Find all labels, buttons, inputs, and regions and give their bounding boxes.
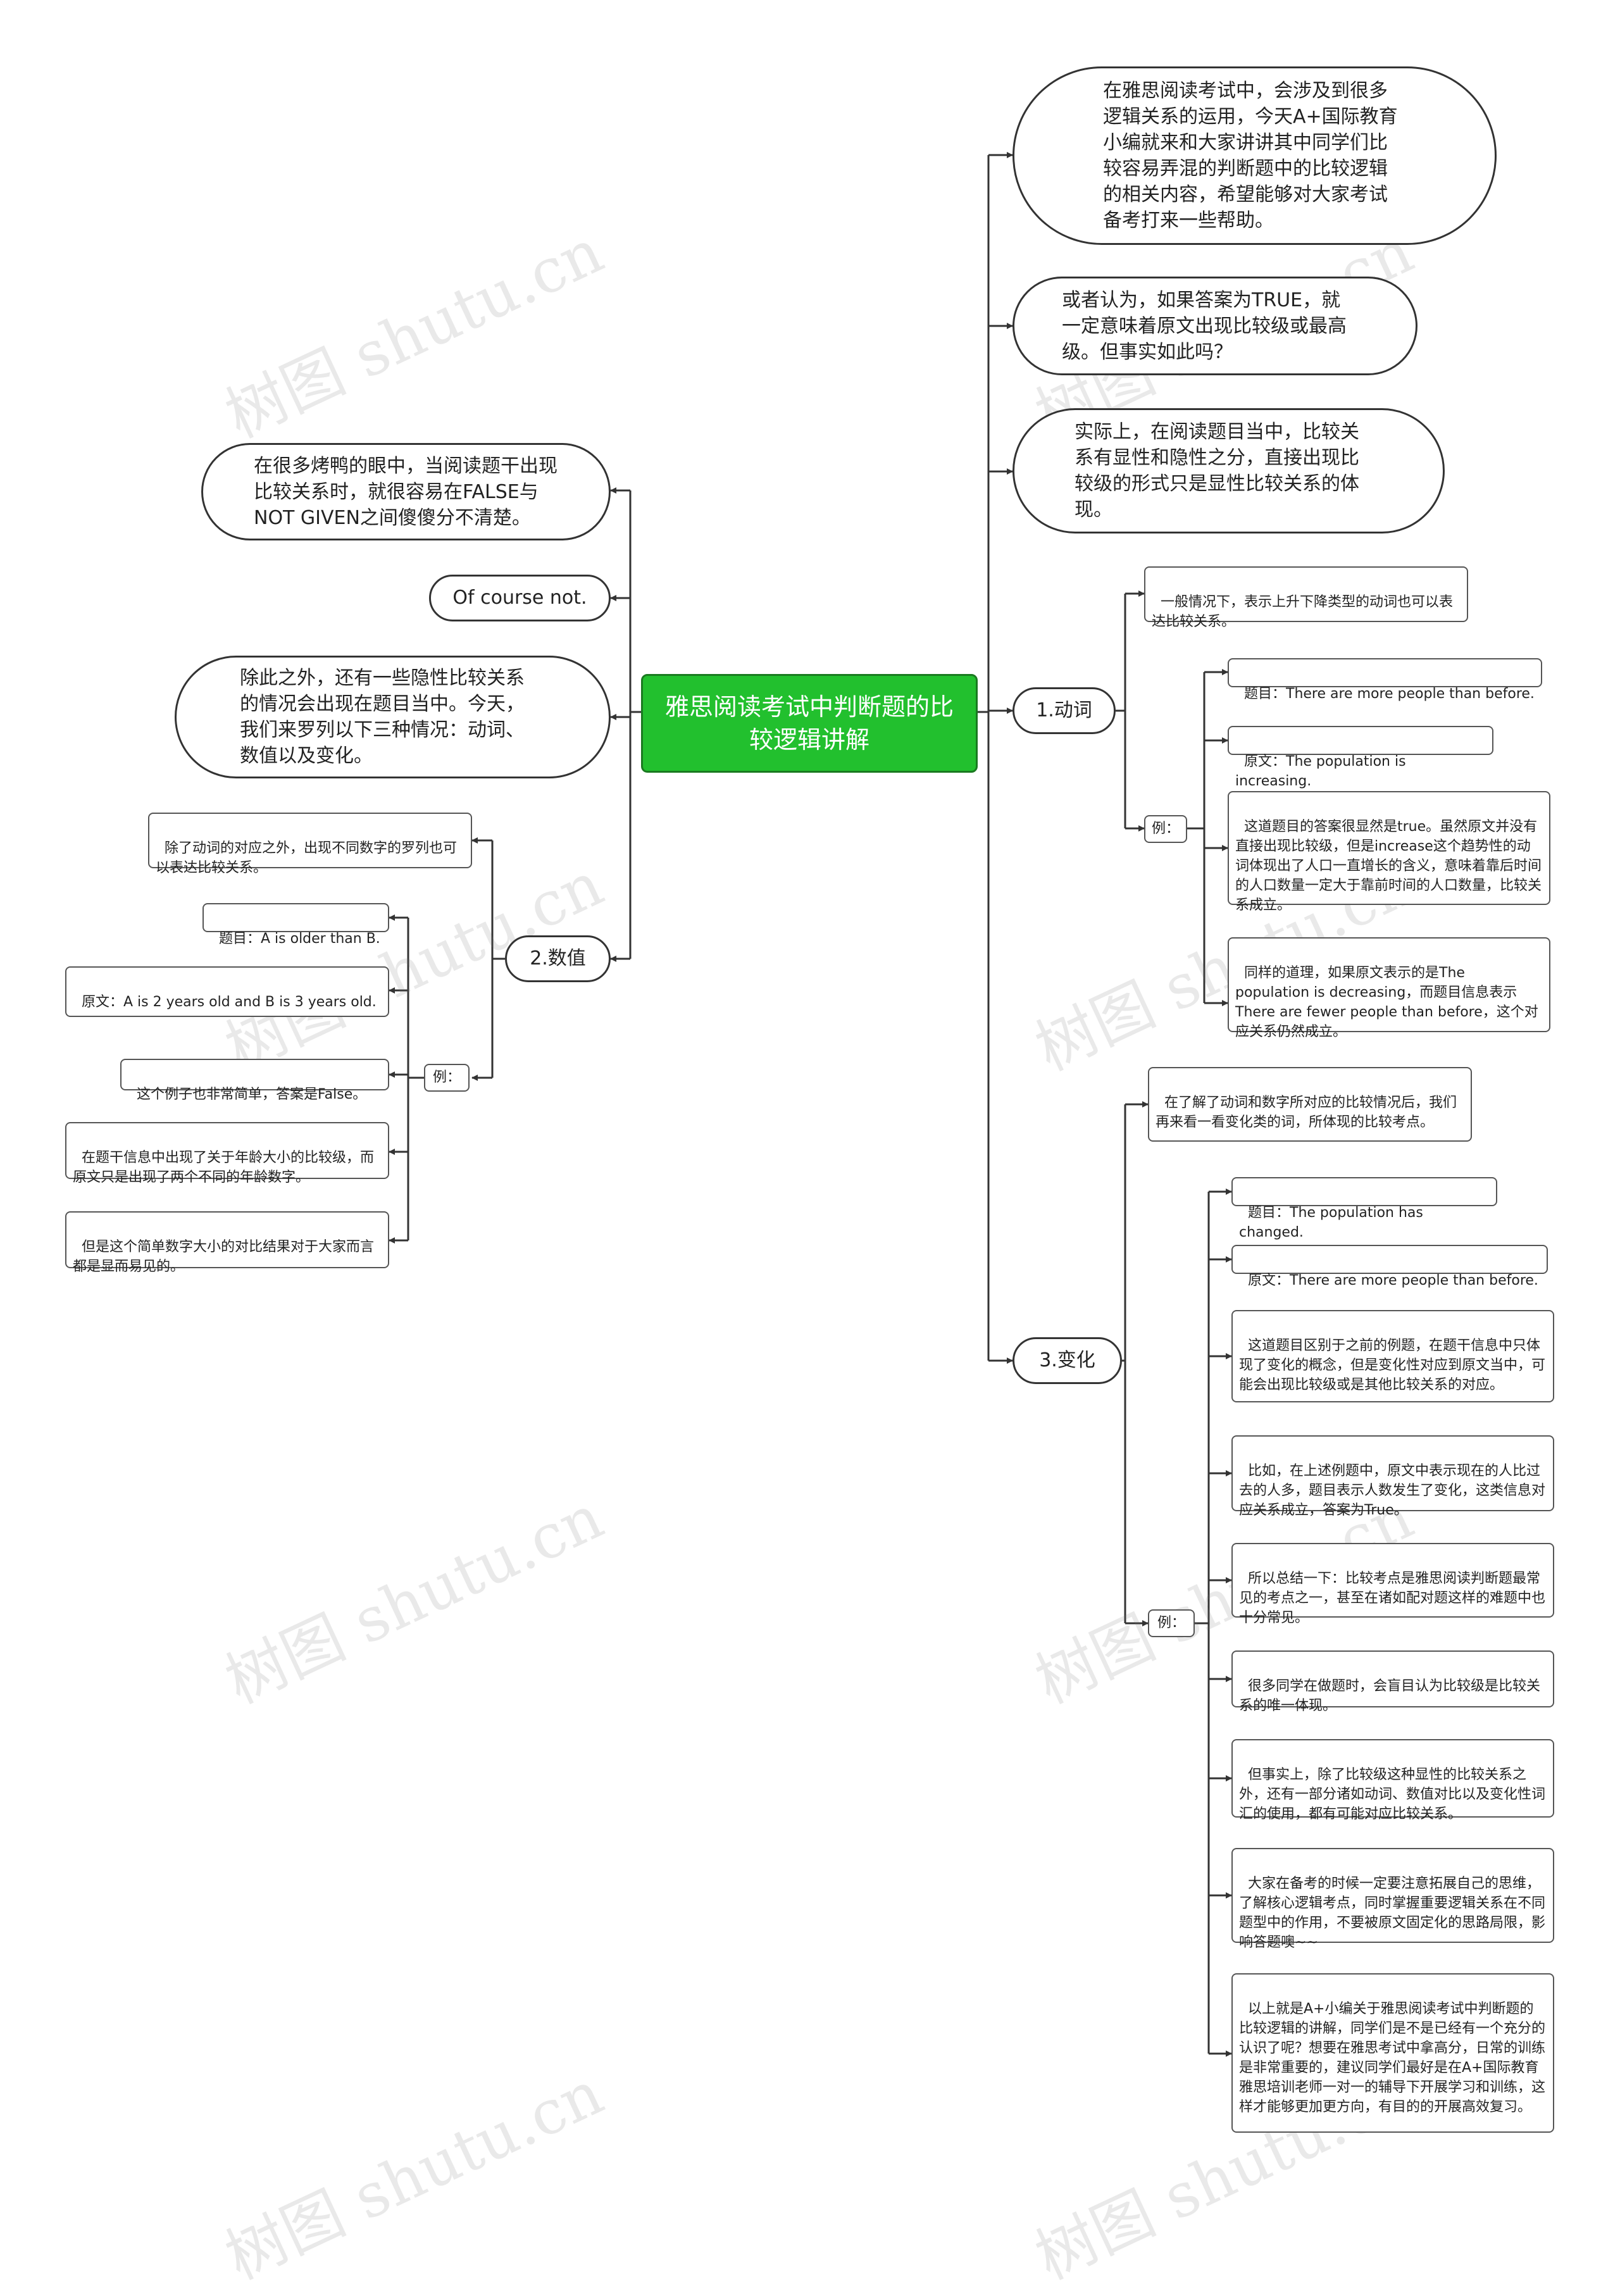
intro-node-1[interactable]: 在雅思阅读考试中，会涉及到很多逻辑关系的运用，今天A+国际教育小编就来和大家讲讲… — [1012, 66, 1497, 245]
number-example-tag-label: 例： — [432, 1070, 461, 1085]
left-node-2[interactable]: Of course not. — [429, 575, 611, 621]
change-example-5[interactable]: 所以总结一下：比较考点是雅思阅读判断题最常见的考点之一，甚至在诸如配对题这样的难… — [1231, 1543, 1554, 1626]
change-example-tag-label: 例： — [1157, 1615, 1185, 1631]
change-example-5-text: 所以总结一下：比较考点是雅思阅读判断题最常见的考点之一，甚至在诸如配对题这样的难… — [1239, 1571, 1546, 1626]
number-example-1-text: 题目：A is older than B. — [219, 931, 380, 947]
change-example-6-text: 很多同学在做题时，会盲目认为比较级是比较关系的唯一体现。 — [1239, 1678, 1541, 1714]
change-note[interactable]: 在了解了动词和数字所对应的比较情况后，我们再来看一看变化类的词，所体现的比较考点… — [1148, 1067, 1472, 1142]
number-example-tag[interactable]: 例： — [424, 1064, 470, 1092]
left-node-3[interactable]: 除此之外，还有一些隐性比较关系的情况会出现在题目当中。今天，我们来罗列以下三种情… — [175, 656, 611, 778]
number-example-1[interactable]: 题目：A is older than B. — [202, 903, 389, 947]
branch-change[interactable]: 3.变化 — [1012, 1337, 1122, 1384]
number-note-text: 除了动词的对应之外，出现不同数字的罗列也可以表达比较关系。 — [156, 840, 458, 876]
branch-verb[interactable]: 1.动词 — [1012, 687, 1116, 734]
number-example-2-text: 原文：A is 2 years old and B is 3 years old… — [82, 994, 377, 1010]
verb-example-3[interactable]: 这道题目的答案很显然是true。虽然原文并没有直接出现比较级，但是increas… — [1228, 791, 1550, 913]
change-example-2[interactable]: 原文：There are more people than before. — [1231, 1245, 1548, 1288]
verb-example-4[interactable]: 同样的道理，如果原文表示的是The population is decreasi… — [1228, 937, 1550, 1040]
verb-example-tag-label: 例： — [1151, 821, 1180, 837]
change-example-7[interactable]: 但事实上，除了比较级这种显性的比较关系之外，还有一部分诸如动词、数值对比以及变化… — [1231, 1739, 1554, 1822]
change-example-4[interactable]: 比如，在上述例题中，原文中表示现在的人比过去的人多，题目表示人数发生了变化，这类… — [1231, 1435, 1554, 1518]
number-note[interactable]: 除了动词的对应之外，出现不同数字的罗列也可以表达比较关系。 — [148, 813, 472, 876]
left-node-1-text: 在很多烤鸭的眼中，当阅读题干出现比较关系时，就很容易在FALSE与NOT GIV… — [254, 454, 558, 529]
change-example-3[interactable]: 这道题目区别于之前的例题，在题干信息中只体现了变化的概念，但是变化性对应到原文当… — [1231, 1310, 1554, 1402]
branch-number[interactable]: 2.数值 — [505, 935, 611, 982]
number-example-3[interactable]: 这个例子也非常简单，答案是False。 — [120, 1059, 389, 1102]
intro-node-2-text: 或者认为，如果答案为TRUE，就一定意味着原文出现比较级或最高级。但事实如此吗？ — [1062, 289, 1347, 363]
verb-example-1[interactable]: 题目：There are more people than before. — [1228, 658, 1542, 702]
number-example-4-text: 在题干信息中出现了关于年龄大小的比较级，而原文只是出现了两个不同的年龄数字。 — [73, 1150, 375, 1185]
verb-example-4-text: 同样的道理，如果原文表示的是The population is decreasi… — [1235, 965, 1538, 1040]
change-example-8[interactable]: 大家在备考的时候一定要注意拓展自己的思维，了解核心逻辑考点，同时掌握重要逻辑关系… — [1231, 1848, 1554, 1950]
left-node-3-text: 除此之外，还有一些隐性比较关系的情况会出现在题目当中。今天，我们来罗列以下三种情… — [240, 667, 525, 767]
branch-change-label: 3.变化 — [1039, 1349, 1095, 1371]
change-example-tag[interactable]: 例： — [1148, 1609, 1195, 1637]
change-example-6[interactable]: 很多同学在做题时，会盲目认为比较级是比较关系的唯一体现。 — [1231, 1650, 1554, 1714]
verb-example-tag[interactable]: 例： — [1144, 815, 1187, 843]
change-example-4-text: 比如，在上述例题中，原文中表示现在的人比过去的人多，题目表示人数发生了变化，这类… — [1239, 1463, 1546, 1518]
number-example-2[interactable]: 原文：A is 2 years old and B is 3 years old… — [65, 966, 389, 1017]
intro-node-2[interactable]: 或者认为，如果答案为TRUE，就一定意味着原文出现比较级或最高级。但事实如此吗？ — [1012, 277, 1418, 375]
verb-note[interactable]: 一般情况下，表示上升下降类型的动词也可以表达比较关系。 — [1144, 566, 1468, 630]
verb-example-3-text: 这道题目的答案很显然是true。虽然原文并没有直接出现比较级，但是increas… — [1235, 819, 1542, 913]
number-example-5-text: 但是这个简单数字大小的对比结果对于大家而言都是显而易见的。 — [73, 1239, 375, 1275]
root-topic[interactable]: 雅思阅读考试中判断题的比较逻辑讲解 — [641, 674, 978, 773]
branch-verb-label: 1.动词 — [1036, 699, 1092, 721]
change-example-1[interactable]: 题目：The population has changed. — [1231, 1177, 1497, 1240]
verb-note-text: 一般情况下，表示上升下降类型的动词也可以表达比较关系。 — [1152, 594, 1454, 630]
left-node-2-text: Of course not. — [452, 587, 587, 609]
connector-lines — [389, 152, 1232, 2057]
change-example-8-text: 大家在备考的时候一定要注意拓展自己的思维，了解核心逻辑考点，同时掌握重要逻辑关系… — [1239, 1876, 1546, 1950]
change-example-9[interactable]: 以上就是A+小编关于雅思阅读考试中判断题的比较逻辑的讲解，同学们是不是已经有一个… — [1231, 1973, 1554, 2133]
root-topic-label: 雅思阅读考试中判断题的比较逻辑讲解 — [664, 693, 954, 754]
left-node-1[interactable]: 在很多烤鸭的眼中，当阅读题干出现比较关系时，就很容易在FALSE与NOT GIV… — [201, 443, 611, 540]
intro-node-1-text: 在雅思阅读考试中，会涉及到很多逻辑关系的运用，今天A+国际教育小编就来和大家讲讲… — [1103, 80, 1398, 232]
verb-example-1-text: 题目：There are more people than before. — [1244, 686, 1535, 702]
number-example-5[interactable]: 但是这个简单数字大小的对比结果对于大家而言都是显而易见的。 — [65, 1211, 389, 1275]
change-example-2-text: 原文：There are more people than before. — [1248, 1273, 1538, 1288]
number-example-3-text: 这个例子也非常简单，答案是False。 — [137, 1087, 367, 1102]
change-example-9-text: 以上就是A+小编关于雅思阅读考试中判断题的比较逻辑的讲解，同学们是不是已经有一个… — [1239, 2001, 1546, 2115]
change-example-7-text: 但事实上，除了比较级这种显性的比较关系之外，还有一部分诸如动词、数值对比以及变化… — [1239, 1767, 1546, 1822]
verb-example-2-text: 原文：The population is increasing. — [1235, 754, 1411, 789]
change-example-1-text: 题目：The population has changed. — [1239, 1205, 1428, 1240]
branch-number-label: 2.数值 — [530, 947, 586, 970]
intro-node-3-text: 实际上，在阅读题目当中，比较关系有显性和隐性之分，直接出现比较级的形式只是显性比… — [1075, 421, 1359, 521]
number-example-4[interactable]: 在题干信息中出现了关于年龄大小的比较级，而原文只是出现了两个不同的年龄数字。 — [65, 1122, 389, 1185]
change-example-3-text: 这道题目区别于之前的例题，在题干信息中只体现了变化的概念，但是变化性对应到原文当… — [1239, 1338, 1546, 1393]
intro-node-3[interactable]: 实际上，在阅读题目当中，比较关系有显性和隐性之分，直接出现比较级的形式只是显性比… — [1012, 408, 1445, 533]
change-note-text: 在了解了动词和数字所对应的比较情况后，我们再来看一看变化类的词，所体现的比较考点… — [1156, 1095, 1457, 1130]
verb-example-2[interactable]: 原文：The population is increasing. — [1228, 726, 1493, 789]
